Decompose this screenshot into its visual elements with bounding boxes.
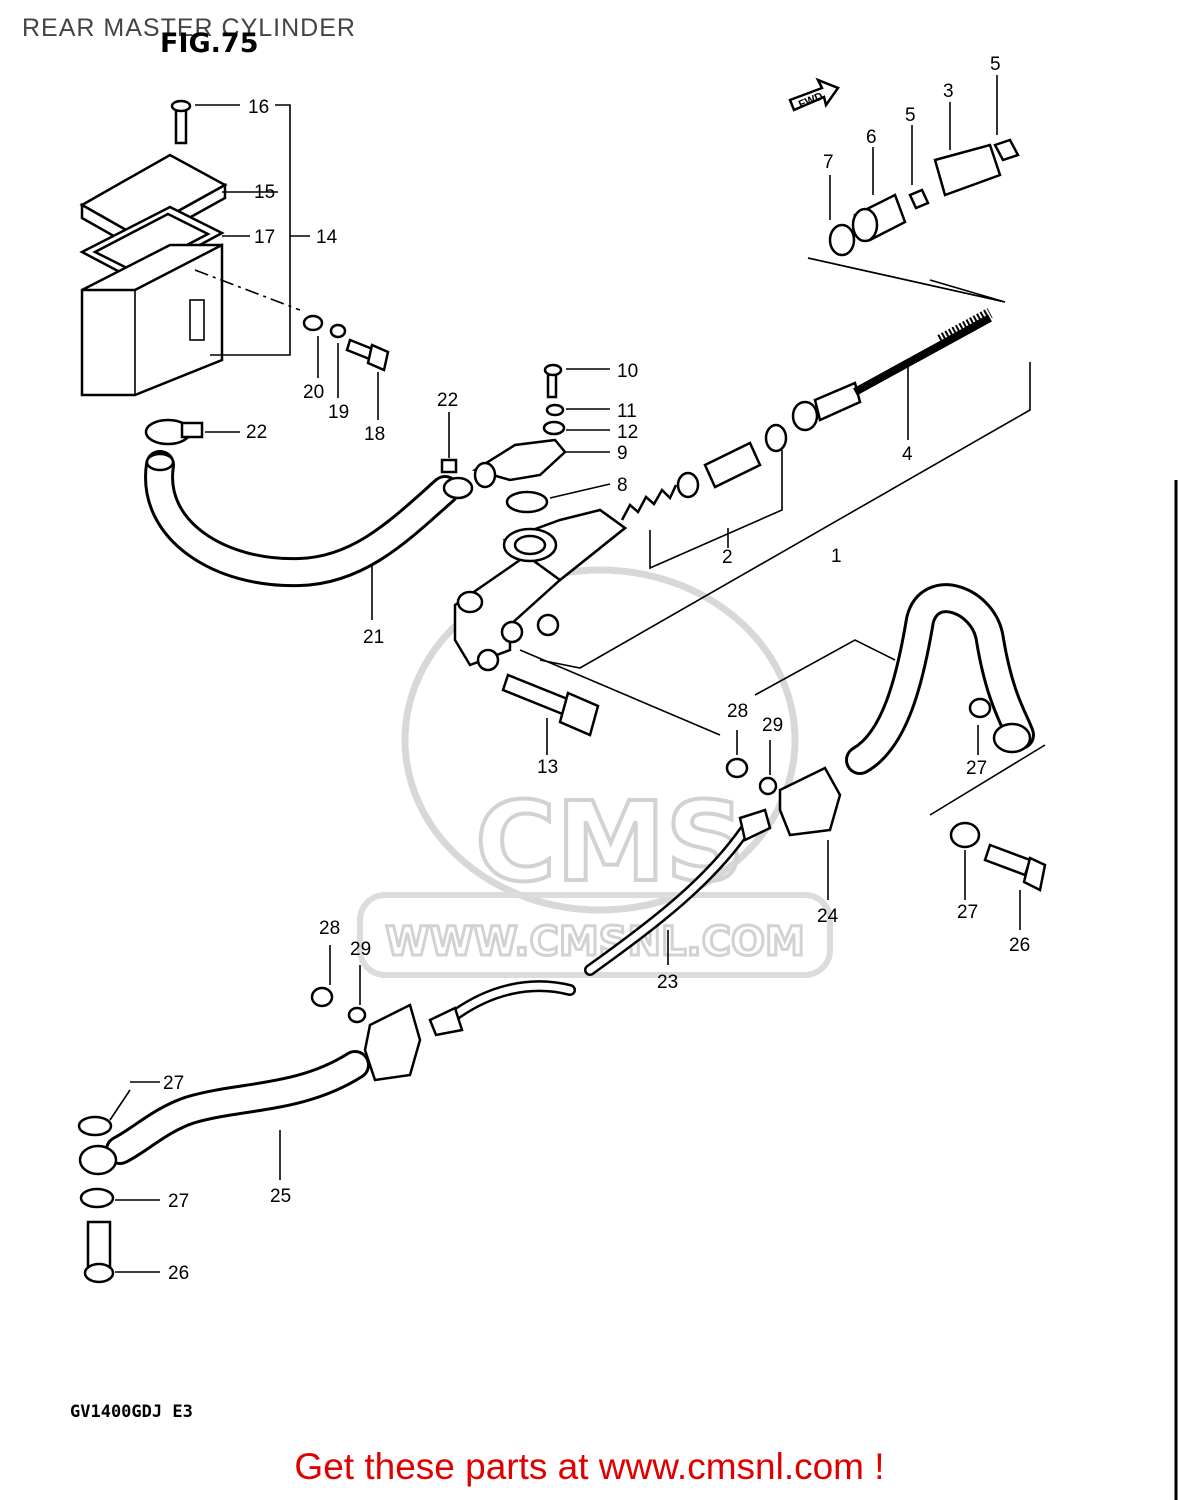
callout-18: 18 [364, 424, 385, 445]
callout-5-clevis: 5 [990, 54, 1001, 75]
callout-7: 7 [823, 152, 834, 173]
page-title: REAR MASTER CYLINDER [22, 14, 356, 42]
callout-17: 17 [254, 227, 275, 248]
callout-21: 21 [363, 627, 384, 648]
piston-kit [620, 423, 788, 570]
callout-28-lower: 28 [319, 918, 340, 939]
callout-9: 9 [617, 443, 628, 464]
callout-16: 16 [248, 97, 269, 118]
callout-20: 20 [303, 382, 324, 403]
lower-brake-hose [77, 945, 422, 1284]
callout-3: 3 [943, 81, 954, 102]
callout-24: 24 [817, 906, 839, 927]
callout-11: 11 [617, 401, 637, 422]
callout-27-lower-top: 27 [163, 1073, 184, 1094]
callout-12: 12 [617, 422, 638, 443]
callout-23: 23 [657, 972, 678, 993]
callout-labels: 16 15 17 14 20 19 18 22 22 21 10 11 12 9… [163, 54, 1030, 1284]
fwd-arrow-icon: FWD [788, 77, 840, 112]
push-rod [791, 308, 993, 440]
callout-22-reservoir: 22 [246, 422, 267, 443]
figure-number: FIG.75 [160, 28, 258, 59]
callout-13: 13 [537, 757, 558, 778]
callout-27-right: 27 [957, 902, 978, 923]
callout-22-hose: 22 [437, 390, 458, 411]
banjo-fitting-hardware [302, 314, 390, 420]
callout-5-nut: 5 [905, 105, 916, 126]
callout-14: 14 [316, 227, 338, 248]
model-code: GV1400GDJ E3 [70, 1402, 193, 1422]
clevis-assembly [807, 75, 1020, 303]
upper-brake-hose [725, 583, 1047, 930]
callout-28-upper: 28 [727, 701, 748, 722]
callout-27-lower-bottom: 27 [168, 1191, 189, 1212]
callout-26-right: 26 [1009, 935, 1030, 956]
reservoir-assembly [79, 99, 310, 397]
callout-19: 19 [328, 402, 349, 423]
watermark-logo-text: CMS [475, 778, 744, 906]
master-cylinder-body [453, 362, 1031, 736]
cms-watermark-logo: CMS WWW.CMSNL.COM [357, 566, 833, 978]
callout-6: 6 [866, 127, 877, 148]
callout-1: 1 [831, 546, 842, 567]
inlet-fitting-parts [471, 363, 611, 514]
brake-pipe [428, 808, 772, 1037]
callout-27-upper: 27 [966, 758, 987, 779]
callout-29-upper: 29 [762, 715, 783, 736]
callout-10: 10 [617, 361, 638, 382]
watermark-url-text: WWW.CMSNL.COM [385, 919, 805, 965]
callout-25: 25 [270, 1186, 291, 1207]
callout-26-lower: 26 [168, 1263, 189, 1284]
callout-4: 4 [902, 444, 913, 465]
fwd-arrow-label: FWD [797, 90, 825, 111]
callout-2: 2 [722, 547, 733, 568]
callout-29-lower: 29 [350, 939, 371, 960]
callout-15: 15 [254, 182, 275, 203]
mounting-bolt [501, 673, 600, 755]
callout-8: 8 [617, 475, 628, 496]
reservoir-hose [144, 412, 474, 620]
cta-link[interactable]: Get these parts at www.cmsnl.com ! [294, 1446, 885, 1487]
